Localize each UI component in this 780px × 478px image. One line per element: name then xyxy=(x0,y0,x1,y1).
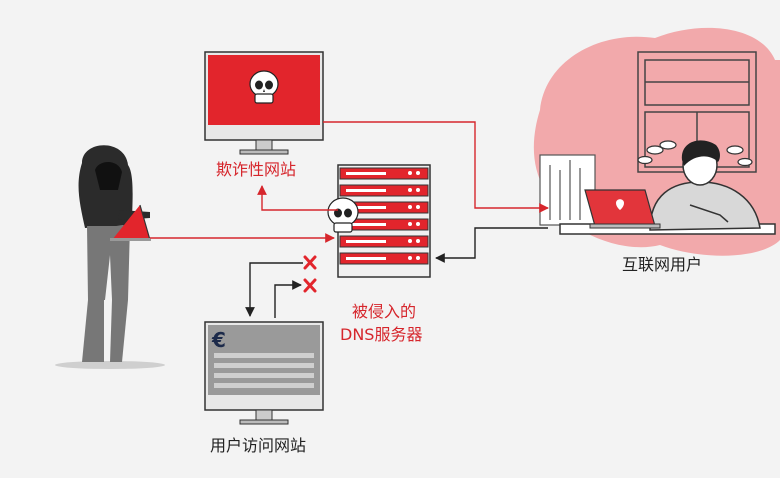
dns-to-fake-site-arrow xyxy=(257,185,338,211)
user-laptop xyxy=(584,189,661,229)
legit-site-monitor xyxy=(204,321,324,425)
user-to-dns-arrow xyxy=(435,227,548,263)
internet-user-label: 互联网用户 xyxy=(622,255,703,274)
hacker-laptop xyxy=(110,204,151,241)
internet-user-person xyxy=(649,140,761,231)
cross-icon xyxy=(303,255,317,293)
skull-icon xyxy=(249,70,279,104)
user-visits-site-label: 用户访问网站 xyxy=(210,436,307,455)
euro-icon: € xyxy=(211,328,226,352)
server-skull-icon xyxy=(327,197,359,233)
legit-site-to-dns-arrow xyxy=(274,280,302,318)
plant-illustration xyxy=(637,140,753,167)
compromised-dns-label-line2: DNS服务器 xyxy=(340,325,423,344)
dns-to-legit-site-arrow xyxy=(245,262,303,317)
fake-site-label: 欺诈性网站 xyxy=(216,160,297,179)
hacker-person xyxy=(55,145,165,369)
compromised-dns-label-line1: 被侵入的 xyxy=(352,302,417,321)
fake-site-to-user-arrow xyxy=(323,121,549,213)
